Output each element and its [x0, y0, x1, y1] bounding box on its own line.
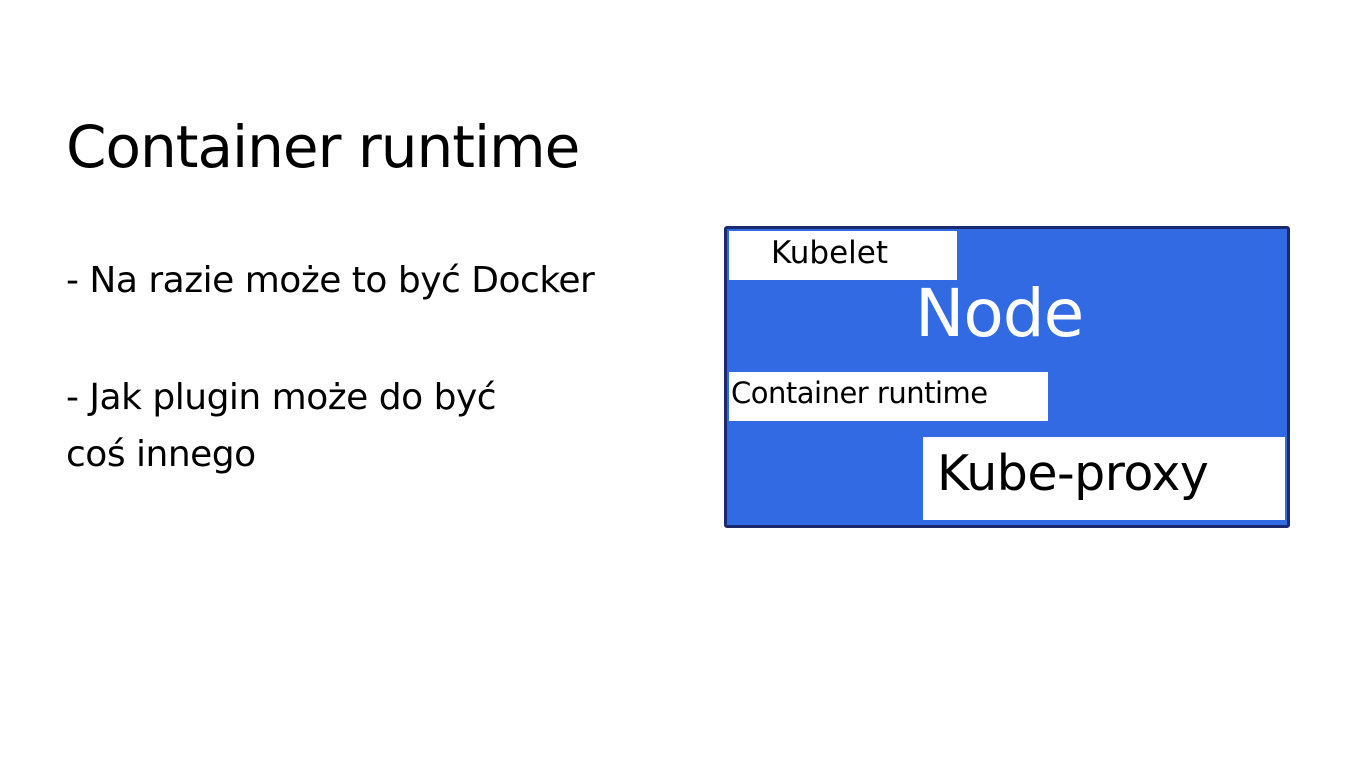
kube-proxy-label: Kube-proxy: [937, 445, 1209, 502]
bullet-item: - Na razie może to być Docker: [66, 252, 595, 309]
bullet-item: - Jak plugin może do być coś innego: [66, 369, 594, 483]
container-runtime-label: Container runtime: [731, 376, 988, 410]
node-label: Node: [915, 275, 1084, 352]
bullet-text-continuation: coś innego: [66, 434, 256, 475]
kubelet-label: Kubelet: [771, 235, 889, 271]
bullet-text: - Na razie może to być Docker: [66, 260, 595, 301]
kube-proxy-box: Kube-proxy: [923, 437, 1285, 520]
kubelet-box: Kubelet: [729, 231, 957, 280]
container-runtime-box: Container runtime: [729, 372, 1048, 421]
bullet-text: - Jak plugin może do być: [66, 377, 497, 418]
node-diagram: Kubelet Node Container runtime Kube-prox…: [724, 226, 1290, 528]
slide-title: Container runtime: [66, 113, 580, 181]
bullet-list: - Na razie może to być Docker - Jak plug…: [66, 252, 595, 483]
